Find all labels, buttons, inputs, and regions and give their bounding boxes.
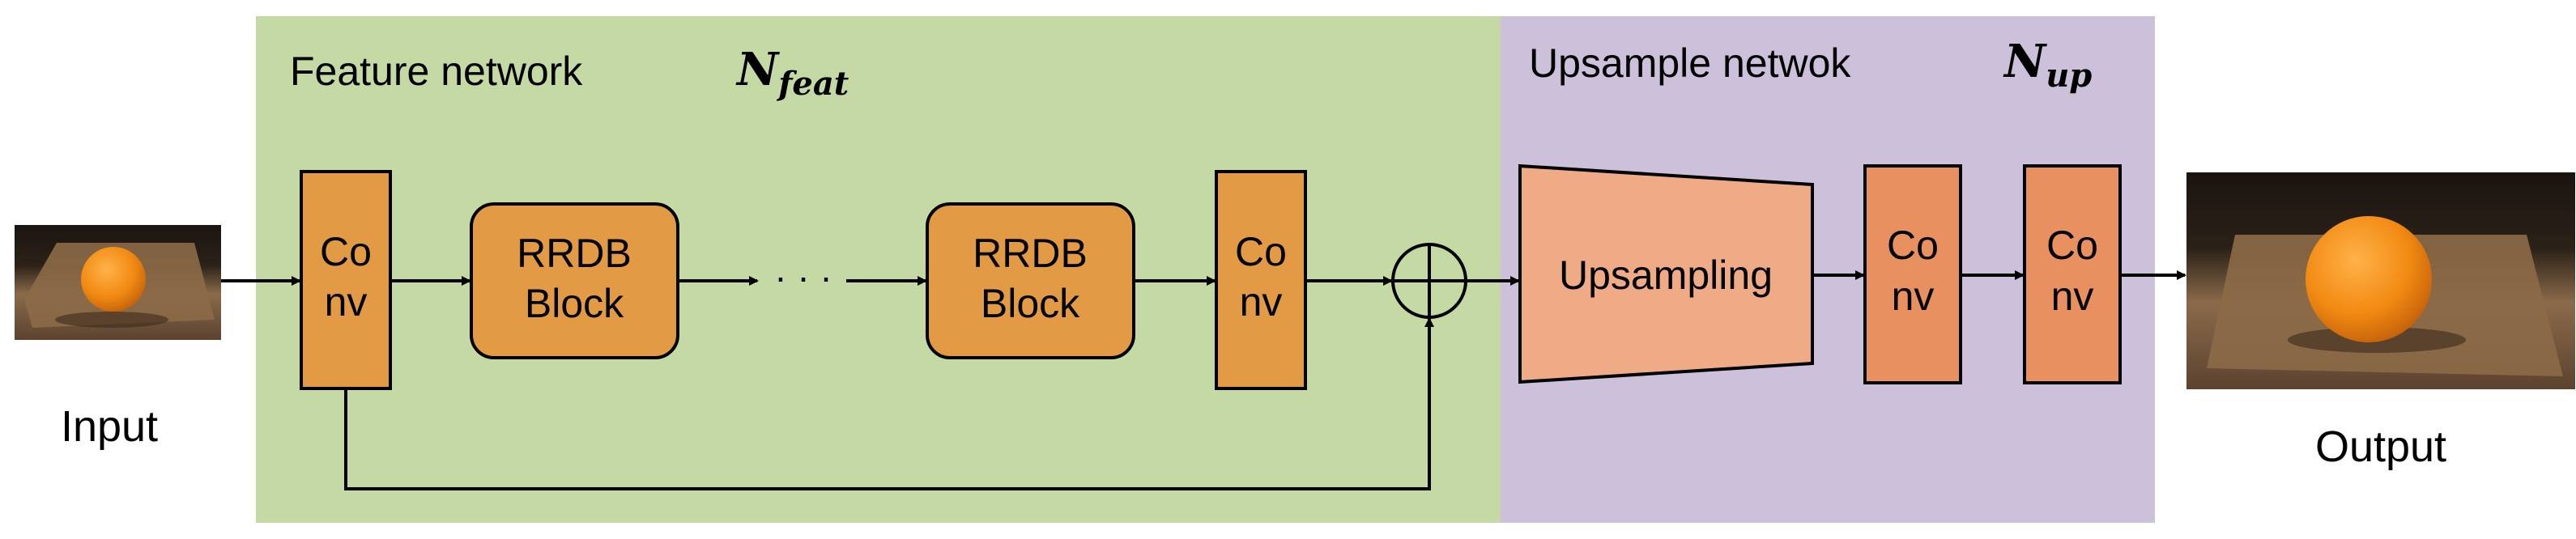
conv4-line2: nv [2051,274,2094,319]
input-label: Input [61,402,158,451]
rrdb2-line1: RRDB [973,231,1088,276]
conv3-line1: Co [1887,223,1939,268]
conv3-block [1863,164,1962,384]
input-image [15,225,221,340]
upsampling-label: Upsampling [1559,253,1773,298]
conv2-block [1215,170,1307,390]
upsampling-block [1518,163,1814,384]
conv2-line1: Co [1235,229,1287,274]
conv1-line2: nv [325,279,368,325]
upsample-network-title: Upsample netwok [1529,40,1851,86]
sum-node [1391,243,1467,319]
upsample-network-symbol: Nup [2003,35,2092,95]
conv2-line2: nv [1240,279,1283,325]
rrdb2-line2: Block [981,281,1080,326]
feature-network-title: Feature network [290,49,583,94]
rrdb1-line2: Block [525,281,624,326]
ellipsis: · · · [774,256,832,298]
conv3-line2: nv [1892,274,1935,319]
skip-connection [344,317,1434,490]
arrows [221,270,2186,490]
feature-network-symbol: Nfeat [735,43,849,103]
output-label: Output [2315,422,2446,471]
conv4-line1: Co [2046,223,2098,268]
output-image [2186,172,2575,389]
conv1-line1: Co [320,229,372,274]
rrdb1-line1: RRDB [517,231,632,276]
